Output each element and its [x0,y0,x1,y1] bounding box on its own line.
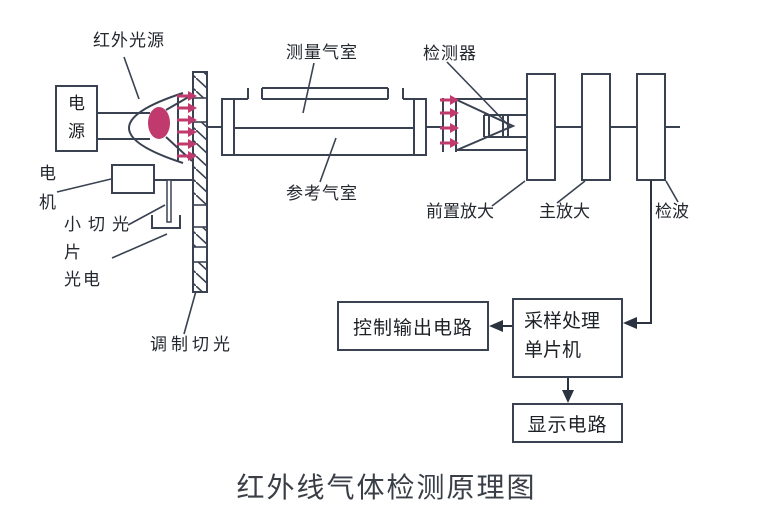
label-ir-source: 红外光源 [93,31,165,51]
label-detector: 检测器 [423,44,477,64]
gas-chamber [207,87,443,156]
photo-sensor-bracket-icon [151,215,181,229]
power-wires [98,112,150,140]
label-photoelectric: 光电 [64,270,102,290]
diagram-title: 红外线气体检测原理图 [236,471,537,504]
power-supply-box: 电源 [55,85,98,152]
amplifier-boxes [526,73,680,181]
label-demodulator: 检波 [655,202,689,222]
filament-icon [148,107,170,139]
display-box: 显示电路 [512,403,623,443]
flow-arrows [489,180,652,403]
beam-arrows-source-icon [177,91,197,161]
chopper-wheel-icon [192,71,208,293]
label-main-amp: 主放大 [539,202,590,222]
demod-box [636,73,666,181]
preamp-box [526,73,556,181]
label-reference-cell: 参考气室 [286,184,358,204]
label-measuring-cell: 测量气室 [286,43,358,63]
label-power: 电源 [68,94,85,142]
label-blade: 片 [64,243,81,263]
motor-box [111,164,193,194]
ir-lamp-icon [128,92,193,164]
beam-arrows-detector-icon [440,95,459,148]
mcu-box: 采样处理 单片机 [512,298,623,378]
control-output-box: 控制输出电路 [337,301,489,351]
label-small-chopper: 小切光 [64,215,136,235]
label-mod-chopper: 调制切光 [150,335,234,355]
chopper-shaft-icon [166,179,172,223]
label-preamp: 前置放大 [426,202,494,222]
label-motor: 电机 [39,164,56,214]
main-amp-box [581,73,611,181]
